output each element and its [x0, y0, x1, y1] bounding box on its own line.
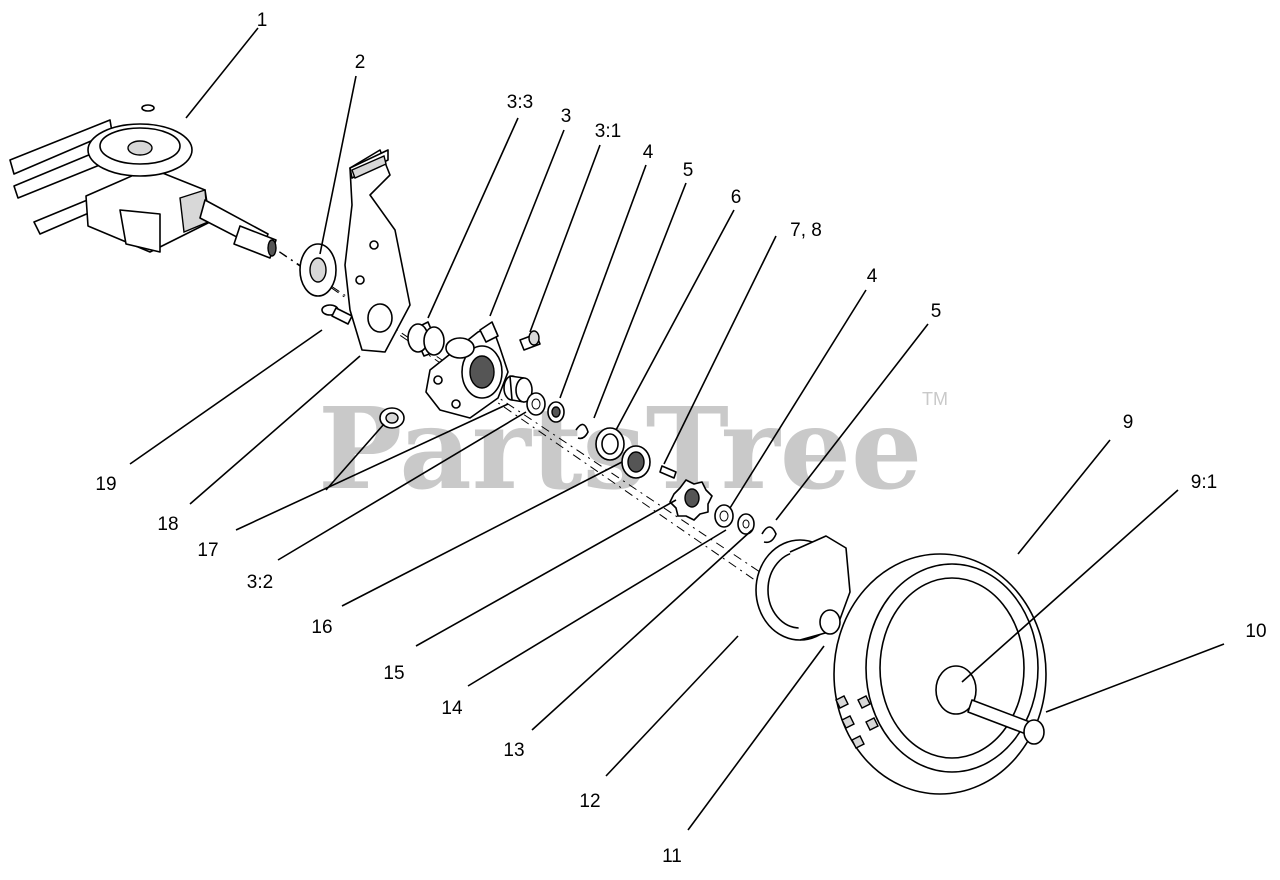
callout-labels: 1 2 3:3 3 3:1 4 5 6 7, 8 4 5 9 9:1 10 11…: [95, 10, 1266, 867]
part-clip-5: [575, 423, 589, 440]
part-washer-2: [299, 243, 337, 297]
part-axle-bolt-10: [967, 699, 1045, 745]
part-hub-cap-12: [755, 535, 851, 641]
part-lever-bracket-18: [344, 149, 411, 353]
part-clip-5b: [761, 526, 777, 544]
callout-11: 11: [662, 846, 682, 867]
callout-9-1: 9:1: [1191, 472, 1217, 493]
callout-12: 12: [579, 791, 600, 812]
part-bearing-15: [621, 445, 651, 479]
callout-3-1: 3:1: [595, 121, 621, 142]
part-bearing-6: [595, 427, 625, 461]
watermark-trademark: TM: [922, 389, 948, 409]
callout-17: 17: [197, 540, 218, 561]
callout-3-2: 3:2: [247, 572, 273, 593]
part-bushing-3-3: [407, 321, 445, 357]
callout-3: 3: [561, 106, 572, 127]
callout-2: 2: [355, 52, 366, 73]
callout-15: 15: [383, 663, 404, 684]
callout-3-3: 3:3: [507, 92, 533, 113]
callout-5-upper: 5: [683, 160, 694, 181]
part-wheel-bracket-3: [425, 321, 509, 419]
callout-1: 1: [257, 10, 268, 31]
callout-14: 14: [441, 698, 463, 719]
part-washer-13: [737, 513, 755, 535]
part-washer-4b: [714, 504, 734, 528]
callout-19: 19: [95, 474, 116, 495]
callout-5-lower: 5: [931, 301, 942, 322]
leader-lines: [129, 27, 1225, 831]
part-washer-4: [547, 401, 565, 423]
callout-13: 13: [503, 740, 524, 761]
part-bolt-19: [321, 304, 353, 325]
part-spacer-17: [379, 407, 405, 429]
part-screw-3-1: [519, 330, 541, 351]
callout-6: 6: [731, 187, 742, 208]
part-gear-14: [669, 479, 713, 521]
callout-4-upper: 4: [643, 142, 654, 163]
callout-10: 10: [1245, 621, 1266, 642]
part-transmission: [9, 104, 277, 259]
callout-16: 16: [311, 617, 332, 638]
part-bushing-3-2: [503, 375, 533, 403]
callout-4-lower: 4: [867, 266, 878, 287]
callout-18: 18: [157, 514, 178, 535]
part-wheel-9: [833, 553, 1047, 795]
callout-9: 9: [1123, 412, 1134, 433]
part-washer-16: [526, 392, 546, 416]
callout-7-8: 7, 8: [790, 220, 822, 241]
part-pin-7-8: [659, 465, 677, 479]
